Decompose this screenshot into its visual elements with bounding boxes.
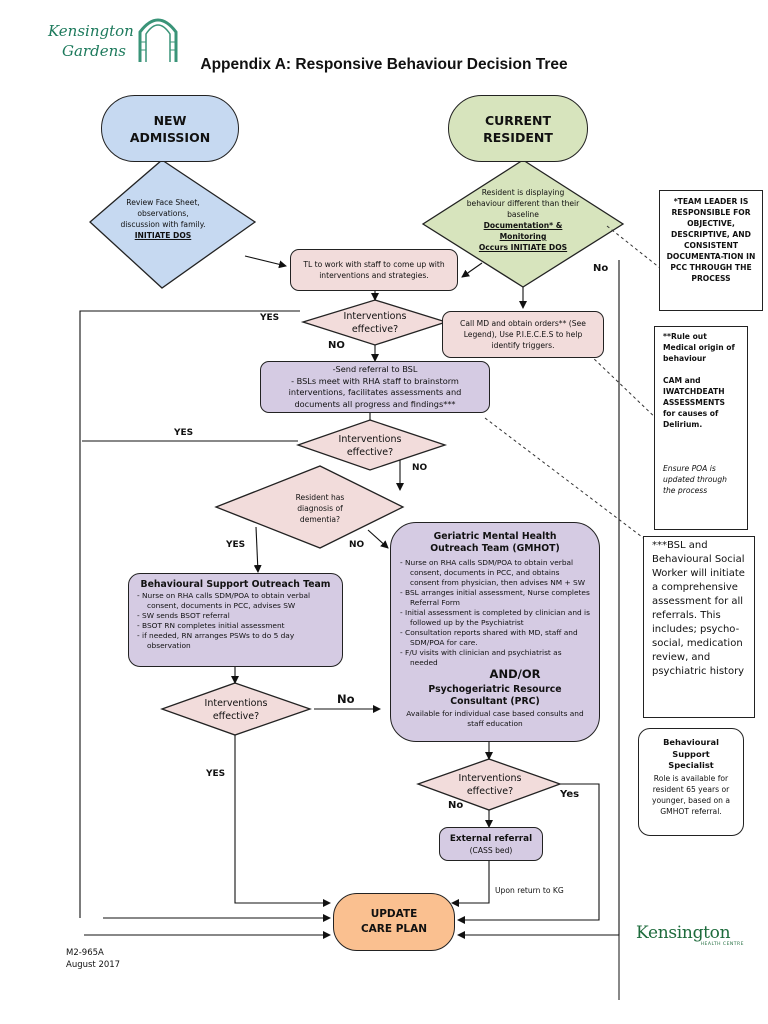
prc-title: Psychogeriatric Resource Consultant (PRC… [428, 684, 562, 707]
gmhot-title: Geriatric Mental Health Outreach Team (G… [430, 531, 560, 554]
logo-line1: Kensington [48, 22, 134, 40]
review-face-sheet-text: Review Face Sheet, observations, discuss… [118, 184, 208, 254]
gmhot-box: Geriatric Mental Health Outreach Team (G… [390, 522, 600, 742]
label-no-4: No [448, 800, 464, 811]
decision-3-text: Interventions effective? [204, 698, 268, 722]
external-referral-box: External referral (CASS bed) [439, 827, 543, 861]
label-yes-1: YES [260, 313, 280, 323]
bsot-title: Behavioural Support Outreach Team [140, 579, 331, 590]
resident-documentation: Documentation* & Monitoring [483, 221, 563, 241]
footer-code: M2-965A [66, 948, 104, 958]
gmhot-item: Initial assessment is completed by clini… [400, 608, 590, 628]
tl-work-box: TL to work with staff to come up with in… [290, 249, 458, 291]
decision-2-text: Interventions effective? [338, 434, 402, 458]
resident-initiate-dos: Occurs INITIATE DOS [478, 243, 568, 252]
call-md-box: Call MD and obtain orders** (See Legend)… [442, 311, 604, 358]
bsl-referral-line2: - BSLs meet with RHA staff to brainstorm… [288, 375, 462, 409]
review-diamond-shape [89, 159, 257, 289]
rule-out-line3: Ensure POA is updated through the proces… [663, 464, 727, 495]
bsot-item: Nurse on RHA calls SDM/POA to obtain ver… [137, 591, 334, 611]
resident-displaying-text: Resident is displaying behaviour differe… [466, 185, 580, 255]
bss-title: Behavioural Support Specialist [663, 737, 719, 770]
label-no-dementia: NO [349, 540, 365, 550]
logo-line2: Gardens [62, 42, 126, 60]
decision-2-shape [296, 419, 448, 471]
review-face-sheet-body: Review Face Sheet, observations, discuss… [120, 198, 206, 229]
label-yes-2: YES [174, 428, 194, 438]
bsot-list: Nurse on RHA calls SDM/POA to obtain ver… [137, 591, 334, 651]
decision-1-text: Interventions effective? [343, 311, 407, 335]
bsot-item: BSOT RN completes initial assessment [137, 621, 334, 631]
logo-bottom-name: Kensington [636, 923, 731, 943]
dementia-text: Resident has diagnosis of dementia? [295, 492, 345, 524]
update-care-plan-terminal: UPDATE CARE PLAN [333, 893, 455, 951]
note-bss: Behavioural Support Specialist Role is a… [638, 728, 744, 836]
gmhot-list: Nurse on RHA calls SDM/POA to obtain ver… [400, 558, 590, 668]
bsot-box: Behavioural Support Outreach Team Nurse … [128, 573, 343, 667]
gmhot-item: BSL arranges initial assessment, Nurse c… [400, 588, 590, 608]
current-resident-terminal: CURRENT RESIDENT [448, 95, 588, 162]
page-title: Appendix A: Responsive Behaviour Decisio… [200, 56, 568, 73]
note-bsl-sw: ***BSL and Behavioural Social Worker wil… [643, 536, 755, 718]
note-team-leader: *TEAM LEADER IS RESPONSIBLE FOR OBJECTIV… [659, 190, 763, 311]
bsl-referral-box: -Send referral to BSL - BSLs meet with R… [260, 361, 490, 413]
footer-date: August 2017 [66, 960, 121, 970]
dementia-shape [214, 465, 405, 549]
label-upon-return: Upon return to KG [495, 886, 564, 895]
bsl-referral-line1: -Send referral to BSL [332, 364, 418, 374]
logo-bottom-tagline: HEALTH CENTRE [700, 942, 744, 947]
label-yes-4: Yes [560, 789, 580, 800]
new-admission-terminal: NEW ADMISSION [101, 95, 239, 162]
review-initiate-dos: INITIATE DOS [134, 231, 192, 240]
external-referral-sub: (CASS bed) [469, 845, 513, 855]
label-no-3: No [337, 692, 355, 706]
kensington-health-logo: Kensington HEALTH CENTRE [636, 924, 748, 954]
label-yes-dementia: YES [226, 540, 246, 550]
gmhot-item: Consultation reports shared with MD, sta… [400, 628, 590, 648]
rule-out-line2: CAM and IWATCHDEATH ASSESSMENTS for caus… [663, 376, 726, 429]
label-no-2: NO [412, 463, 428, 473]
kensington-gardens-logo: Kensington Gardens [40, 12, 180, 72]
decision-4-text: Interventions effective? [458, 773, 522, 797]
external-referral-title: External referral [449, 833, 533, 844]
gmhot-item: F/U visits with clinician and psychiatri… [400, 648, 590, 668]
note-rule-out: **Rule out Medical origin of behaviour C… [654, 326, 748, 530]
label-yes-3: YES [206, 769, 226, 779]
label-no-1: NO [328, 340, 345, 351]
label-no-right: No [593, 263, 609, 274]
rule-out-line1: **Rule out Medical origin of behaviour [663, 332, 735, 363]
bsot-item: SW sends BSOT referral [137, 611, 334, 621]
arch-trellis-icon [138, 18, 178, 62]
prc-text: Available for individual case based cons… [406, 709, 584, 728]
bsot-item: if needed, RN arranges PSWs to do 5 day … [137, 631, 334, 651]
bss-text: Role is available for resident 65 years … [651, 773, 731, 816]
gmhot-item: Nurse on RHA calls SDM/POA to obtain ver… [400, 558, 590, 588]
and-or-label: AND/OR [489, 667, 541, 681]
resident-displaying-body: Resident is displaying behaviour differe… [466, 188, 580, 219]
